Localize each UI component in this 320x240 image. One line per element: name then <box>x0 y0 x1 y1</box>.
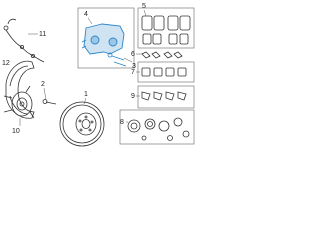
pad-clips-row <box>141 51 183 59</box>
seal-kit-parts <box>127 117 190 141</box>
seal-kit-box <box>119 109 195 145</box>
callout-4: 4 <box>84 11 88 18</box>
callout-9: 9 <box>131 93 135 100</box>
hardware-parts <box>141 91 187 101</box>
brake-pads <box>141 15 191 45</box>
callout-5: 5 <box>142 3 146 10</box>
caliper-assembly-box <box>77 7 135 69</box>
callout-8: 8 <box>120 119 124 126</box>
callout-3: 3 <box>132 63 136 70</box>
callout-2: 2 <box>41 81 45 88</box>
caliper-bolts <box>107 52 127 67</box>
abs-sensor-wire <box>3 18 45 63</box>
hardware-kit-box <box>137 85 195 109</box>
callout-1: 1 <box>84 91 88 98</box>
callout-7: 7 <box>131 69 135 76</box>
callout-12: 12 <box>2 60 10 67</box>
parts-diagram: 11 12 10 2 1 4 3 5 6 7 9 8 <box>0 0 200 147</box>
caliper-body <box>81 23 125 55</box>
diagram-artwork <box>3 7 195 147</box>
callout-10: 10 <box>12 128 20 135</box>
shims <box>141 67 187 77</box>
hub-assembly <box>3 85 35 119</box>
callout-11: 11 <box>39 31 47 38</box>
callout-6: 6 <box>131 51 135 58</box>
pad-kit-box <box>137 7 195 49</box>
hub-bolt <box>42 99 57 105</box>
brake-rotor <box>59 101 105 147</box>
leader-lines <box>19 9 147 126</box>
